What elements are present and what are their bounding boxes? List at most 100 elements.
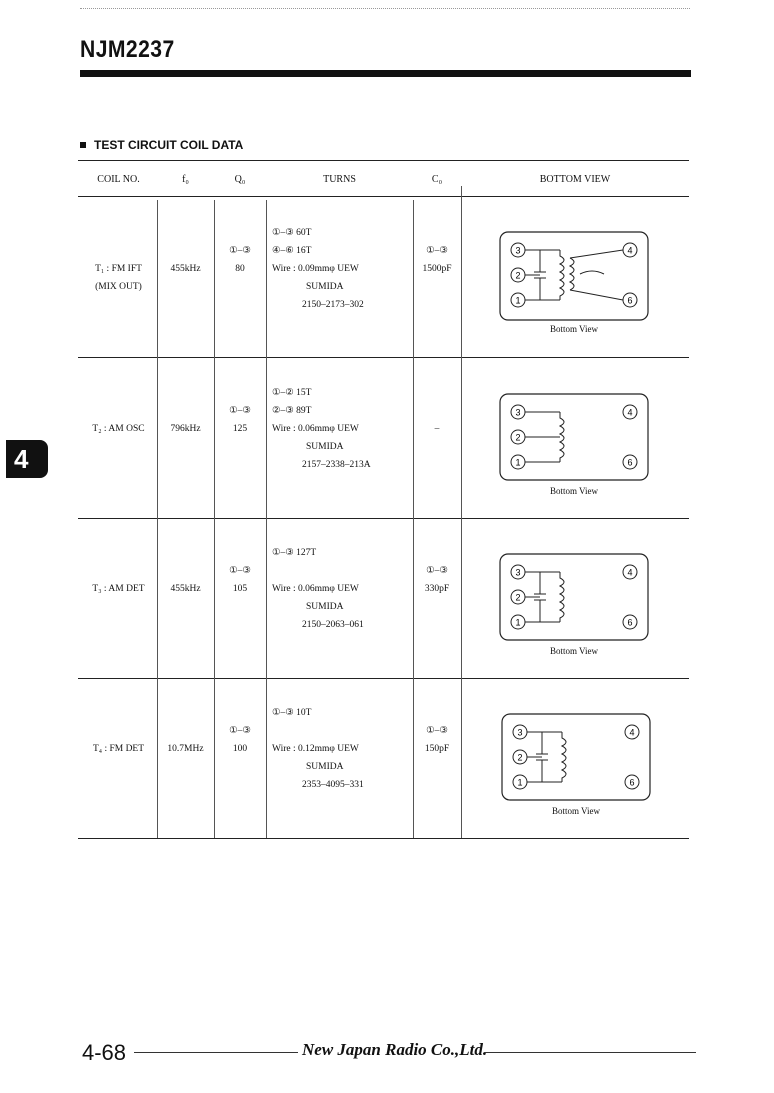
wire-spec: Wire : 0.06mmφ UEW <box>272 584 359 594</box>
c0-value: 150pF <box>424 744 450 754</box>
f0-value: 796kHz <box>170 424 201 434</box>
svg-text:4: 4 <box>627 408 632 418</box>
c0-cell: – <box>413 420 461 438</box>
maker: SUMIDA <box>306 442 344 452</box>
footer-rule <box>484 1052 696 1053</box>
q0-cell: ①–③ 125 <box>214 402 266 438</box>
wire-spec: Wire : 0.06mmφ UEW <box>272 424 359 434</box>
svg-text:4: 4 <box>629 728 634 738</box>
bottom-view-diagram: 3 2 1 4 6 <box>499 393 649 481</box>
turns-line: ④–⑥ 16T <box>272 246 312 256</box>
bottom-view-label: Bottom View <box>549 324 599 334</box>
maker: SUMIDA <box>306 762 344 772</box>
svg-text:3: 3 <box>517 728 522 738</box>
q0-value: 80 <box>235 264 245 274</box>
coil-name: T₂ : AM OSC <box>92 424 145 434</box>
svg-text:6: 6 <box>627 458 632 468</box>
row-rule <box>78 678 689 679</box>
bottom-view-label: Bottom View <box>549 646 599 656</box>
f0-value: 10.7MHz <box>167 744 204 754</box>
q0-cell: ①–③ 80 <box>214 242 266 278</box>
part-code: 2353–4095–331 <box>302 780 364 790</box>
q0-pins: ①–③ <box>229 726 251 736</box>
q0-cell: ①–③ 105 <box>214 562 266 598</box>
coil-diagram-t4: 3 2 1 4 6 Bottom View <box>498 712 668 816</box>
c0-value: 1500pF <box>422 264 452 274</box>
svg-text:2: 2 <box>515 271 520 281</box>
c0-value: – <box>434 424 440 434</box>
turns-cell: ①–③ 60T ④–⑥ 16T Wire : 0.09mmφ UEW SUMID… <box>272 224 414 314</box>
part-number: NJM2237 <box>80 36 175 63</box>
column-rule <box>214 200 215 838</box>
svg-text:1: 1 <box>515 618 520 628</box>
c0-pins: ①–③ <box>426 246 448 256</box>
c0-cell: ①–③ 1500pF <box>413 242 461 278</box>
header-coil-no: COIL NO. <box>97 174 140 185</box>
svg-text:2: 2 <box>517 753 522 763</box>
table-row-coil: T₁ : FM IFT (MIX OUT) <box>80 260 157 296</box>
f0-value: 455kHz <box>170 584 201 594</box>
top-rule <box>80 8 690 9</box>
table-row-coil: T₂ : AM OSC <box>80 420 157 438</box>
bottom-view-diagram: 3 2 1 4 6 <box>501 713 651 801</box>
svg-text:4: 4 <box>627 246 632 256</box>
q0-pins: ①–③ <box>229 406 251 416</box>
c0-value: 330pF <box>424 584 450 594</box>
part-code: 2157–2338–213A <box>302 460 371 470</box>
part-code: 2150–2063–061 <box>302 620 364 630</box>
footer-rule <box>134 1052 298 1053</box>
column-rule <box>461 186 462 838</box>
turns-line: ①–③ 10T <box>272 708 312 718</box>
q0-cell: ①–③ 100 <box>214 722 266 758</box>
svg-text:3: 3 <box>515 246 520 256</box>
coil-diagram-t3: 3 2 1 4 6 Bottom View <box>496 552 666 656</box>
q0-value: 105 <box>232 584 248 594</box>
q0-value: 125 <box>232 424 248 434</box>
coil-note: (MIX OUT) <box>95 282 142 292</box>
header-c0: C₀ <box>431 174 443 185</box>
c0-pins: ①–③ <box>426 566 448 576</box>
f0-value: 455kHz <box>170 264 201 274</box>
c0-cell: ①–③ 150pF <box>413 722 461 758</box>
page-number: 4-68 <box>82 1040 127 1065</box>
bottom-view-diagram: 3 2 1 4 6 <box>499 231 649 321</box>
c0-pins: ①–③ <box>426 726 448 736</box>
svg-text:3: 3 <box>515 408 520 418</box>
wire-spec: Wire : 0.09mmφ UEW <box>272 264 359 274</box>
turns-cell: ①–③ 127T Wire : 0.06mmφ UEW SUMIDA 2150–… <box>272 544 414 634</box>
bottom-view-label: Bottom View <box>551 806 601 816</box>
turns-line: ②–③ 89T <box>272 406 312 416</box>
turns-line <box>272 562 414 580</box>
bottom-view-label: Bottom View <box>549 486 599 496</box>
header-turns: TURNS <box>323 174 356 185</box>
column-rule <box>413 200 414 838</box>
chapter-tab: 4 <box>6 440 48 478</box>
part-code: 2150–2173–302 <box>302 300 364 310</box>
row-rule <box>78 357 689 358</box>
row-rule <box>78 518 689 519</box>
turns-line <box>272 722 414 740</box>
section-heading: TEST CIRCUIT COIL DATA <box>80 138 243 152</box>
table-top-rule <box>78 160 689 161</box>
table-header-rule <box>78 196 689 197</box>
section-title: TEST CIRCUIT COIL DATA <box>94 138 244 152</box>
header-q0: Q₀ <box>234 174 246 185</box>
bullet-square-icon <box>80 141 86 148</box>
table-row-coil: T₄ : FM DET <box>80 740 157 758</box>
bottom-view-diagram: 3 2 1 4 6 <box>499 553 649 641</box>
coil-name: T₁ : FM IFT <box>95 264 142 274</box>
turns-cell: ①–③ 10T Wire : 0.12mmφ UEW SUMIDA 2353–4… <box>272 704 414 794</box>
header-bottom-view: BOTTOM VIEW <box>539 174 611 185</box>
svg-text:6: 6 <box>627 618 632 628</box>
svg-text:1: 1 <box>515 458 520 468</box>
header-bar <box>80 70 691 77</box>
table-row-coil: T₃ : AM DET <box>80 580 157 598</box>
svg-text:6: 6 <box>627 296 632 306</box>
c0-cell: ①–③ 330pF <box>413 562 461 598</box>
q0-pins: ①–③ <box>229 246 251 256</box>
coil-name: T₄ : FM DET <box>92 744 145 754</box>
coil-diagram-t2: 3 2 1 4 6 Bottom View <box>496 392 666 496</box>
table-bottom-rule <box>78 838 689 839</box>
turns-cell: ①–② 15T ②–③ 89T Wire : 0.06mmφ UEW SUMID… <box>272 384 414 474</box>
q0-value: 100 <box>232 744 248 754</box>
